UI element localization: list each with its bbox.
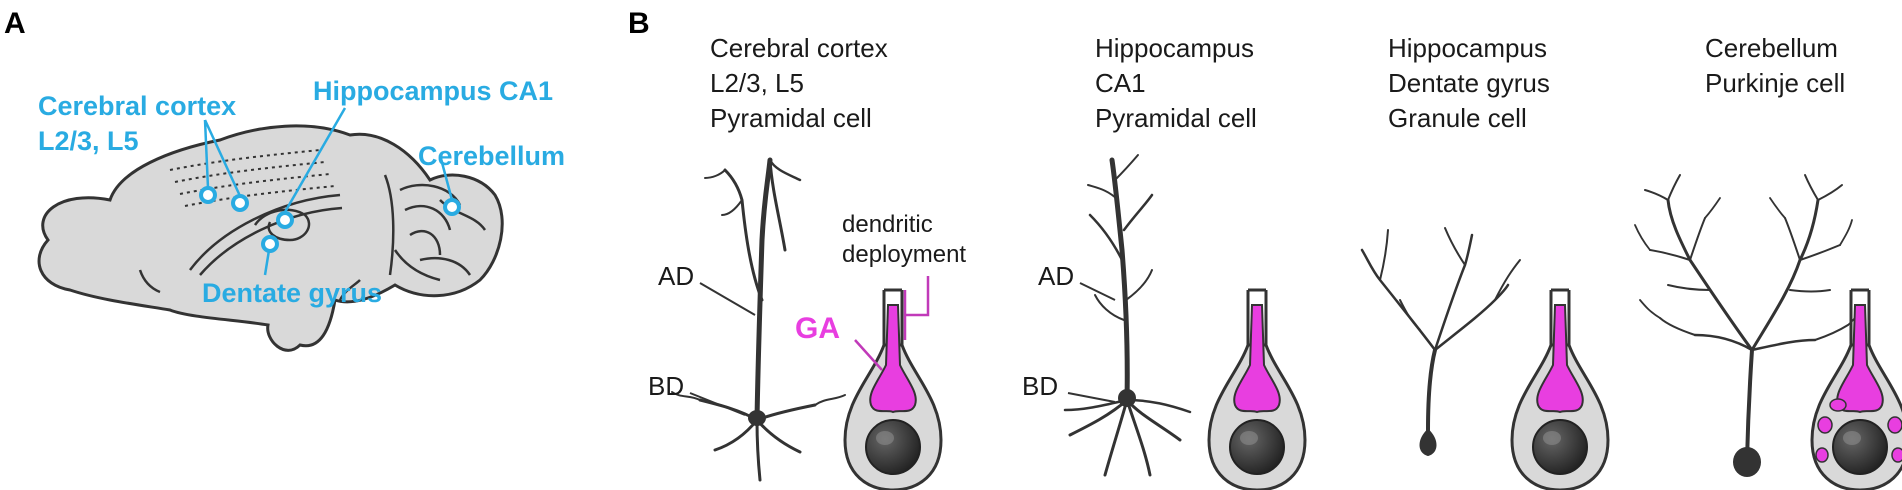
soma-cell-4	[1810, 288, 1902, 490]
neuron-ca1-pyramidal	[1063, 154, 1192, 477]
col3-title-line1: Hippocampus	[1388, 33, 1547, 63]
ad-pointer-1	[699, 282, 756, 316]
ad-pointer-2	[1079, 282, 1116, 301]
label-cerebellum: Cerebellum	[418, 141, 565, 171]
label-dd-line2: deployment	[842, 241, 966, 268]
deployment-bracket	[903, 276, 930, 340]
label-ad-2: AD	[1038, 261, 1074, 291]
golgi-outpost	[1829, 398, 1847, 412]
panel-letter-a: A	[4, 7, 26, 40]
col4-title-line2: Purkinje cell	[1705, 68, 1845, 98]
marker-ca1	[276, 211, 294, 229]
bd-pointer-2	[1067, 392, 1116, 403]
label-bd-1: BD	[648, 371, 684, 401]
col2-title-line3: Pyramidal cell	[1095, 103, 1257, 133]
label-dd-line1: dendritic	[842, 211, 933, 238]
label-ad-1: AD	[658, 261, 694, 291]
golgi-outpost	[1887, 416, 1902, 434]
col3-title-line2: Dentate gyrus	[1388, 68, 1550, 98]
golgi-outpost	[1891, 447, 1902, 463]
brain-section: Cerebral cortex L2/3, L5 Hippocampus CA1…	[37, 76, 565, 352]
marker-cortex-l5	[231, 194, 249, 212]
label-bd-2: BD	[1022, 371, 1058, 401]
neuron-granule	[1360, 227, 1521, 457]
col3-title-line3: Granule cell	[1388, 103, 1527, 133]
column-titles: Cerebral cortex L2/3, L5 Pyramidal cell …	[710, 33, 1845, 133]
col1-title-line2: L2/3, L5	[710, 68, 804, 98]
label-cortex-line1: Cerebral cortex	[38, 91, 236, 121]
col4-title-line1: Cerebellum	[1705, 33, 1838, 63]
marker-cortex-l23	[199, 186, 217, 204]
soma-cell-3	[1510, 288, 1610, 490]
golgi-outpost	[1817, 416, 1833, 434]
neuron-purkinje	[1634, 174, 1863, 477]
label-cortex-line2: L2/3, L5	[38, 126, 139, 156]
ga-pointer	[854, 339, 883, 371]
soma-cell-1	[843, 288, 943, 490]
col1-title-line3: Pyramidal cell	[710, 103, 872, 133]
col1-title-line1: Cerebral cortex	[710, 33, 888, 63]
golgi-outpost	[1815, 447, 1829, 463]
bd-pointer-1	[689, 392, 746, 416]
label-ga: GA	[795, 312, 840, 345]
marker-dentate	[261, 235, 279, 253]
label-dentate: Dentate gyrus	[202, 278, 382, 308]
marker-cerebellum	[443, 198, 461, 216]
panel-letter-b: B	[628, 7, 650, 40]
label-hippocampus: Hippocampus CA1	[313, 76, 553, 106]
col2-title-line1: Hippocampus	[1095, 33, 1254, 63]
soma-cell-2	[1207, 288, 1307, 490]
col2-title-line2: CA1	[1095, 68, 1146, 98]
